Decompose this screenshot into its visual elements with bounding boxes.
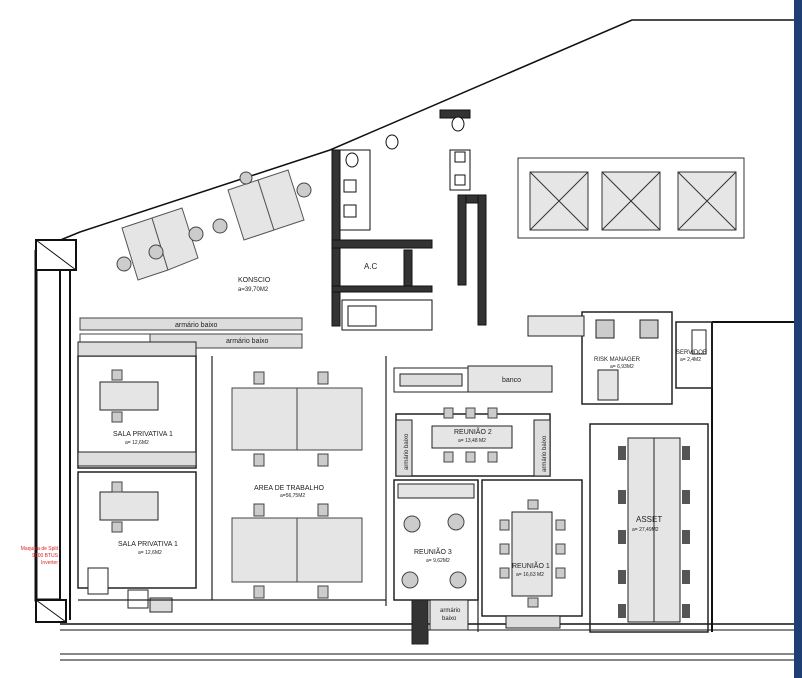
scrollbar-edge xyxy=(794,0,802,678)
konscio-chairs xyxy=(116,171,312,272)
banco-area xyxy=(393,365,553,393)
asset-chairs xyxy=(618,446,690,618)
work-area-area: a=56,75M2 xyxy=(280,493,305,499)
servidor-room xyxy=(675,321,713,389)
armario-vertical-1: armário baixo xyxy=(404,433,410,470)
konscio-name: KONSCIO xyxy=(238,277,271,284)
sala1-area: a= 12,6M2 xyxy=(125,440,149,446)
work-area-name: AREA DE TRABALHO xyxy=(254,485,324,492)
work-area-desks xyxy=(231,387,363,583)
reuniao2-area: a= 13,48 M2 xyxy=(458,438,486,444)
asset-area: a= 27,49M2 xyxy=(632,527,659,533)
konscio-desks xyxy=(121,169,305,281)
asset-room xyxy=(589,423,709,633)
reuniao1-name: REUNIÃO 1 xyxy=(512,561,550,570)
armario-baixo-2: armário baixo xyxy=(226,338,269,345)
risk-manager-name: RISK MANAGER xyxy=(594,357,641,363)
sala2-area: a= 12,6M2 xyxy=(138,550,162,556)
sala1-name: SALA PRIVATIVA 1 xyxy=(113,431,173,438)
split-note-line2: 9000 BTUS xyxy=(32,553,59,559)
reuniao3-area: a= 9,62M2 xyxy=(426,558,450,564)
sala2-name: SALA PRIVATIVA 1 xyxy=(118,541,178,548)
reuniao1-chairs xyxy=(499,499,566,608)
bottom-cabinet xyxy=(411,599,469,645)
elevator-shafts xyxy=(517,157,745,239)
asset-name: ASSET xyxy=(636,515,662,524)
armario-baixo-1: armário baixo xyxy=(175,322,218,329)
armario-baixo-3b: baixo xyxy=(442,616,457,622)
interior-partitions xyxy=(78,356,479,632)
split-note-line3: Inverter xyxy=(41,560,58,566)
reuniao2-room xyxy=(395,413,551,477)
reuniao3-chairs xyxy=(401,513,467,589)
reuniao2-name: REUNIÃO 2 xyxy=(454,427,492,436)
reuniao3-name: REUNIÃO 3 xyxy=(414,547,452,556)
sala-privativa-rooms xyxy=(77,341,197,589)
risk-manager-room xyxy=(527,311,673,405)
servidor-area: a= 2,4M2 xyxy=(680,357,701,363)
split-note-line1: Maquina de Split xyxy=(21,546,59,552)
ac-label: A.C xyxy=(364,262,378,271)
armario-baixo-3a: armário xyxy=(440,608,461,614)
banco-label: banco xyxy=(502,377,521,384)
reuniao2-chairs xyxy=(443,407,498,463)
work-area-chairs xyxy=(253,371,329,599)
core-walls xyxy=(331,109,487,331)
servidor-name: SERVIDOR xyxy=(676,350,708,356)
exterior-walls xyxy=(34,19,798,661)
reuniao1-area: a= 16,63 M2 xyxy=(516,572,544,578)
risk-manager-area: a= 6,93M2 xyxy=(610,364,634,370)
sala-chairs xyxy=(111,369,123,533)
bottom-left-utility xyxy=(87,567,173,613)
armario-vertical-2: armário baixo xyxy=(542,435,548,472)
reuniao1-room xyxy=(481,479,583,629)
konscio-area: a=39,70M2 xyxy=(238,287,269,293)
